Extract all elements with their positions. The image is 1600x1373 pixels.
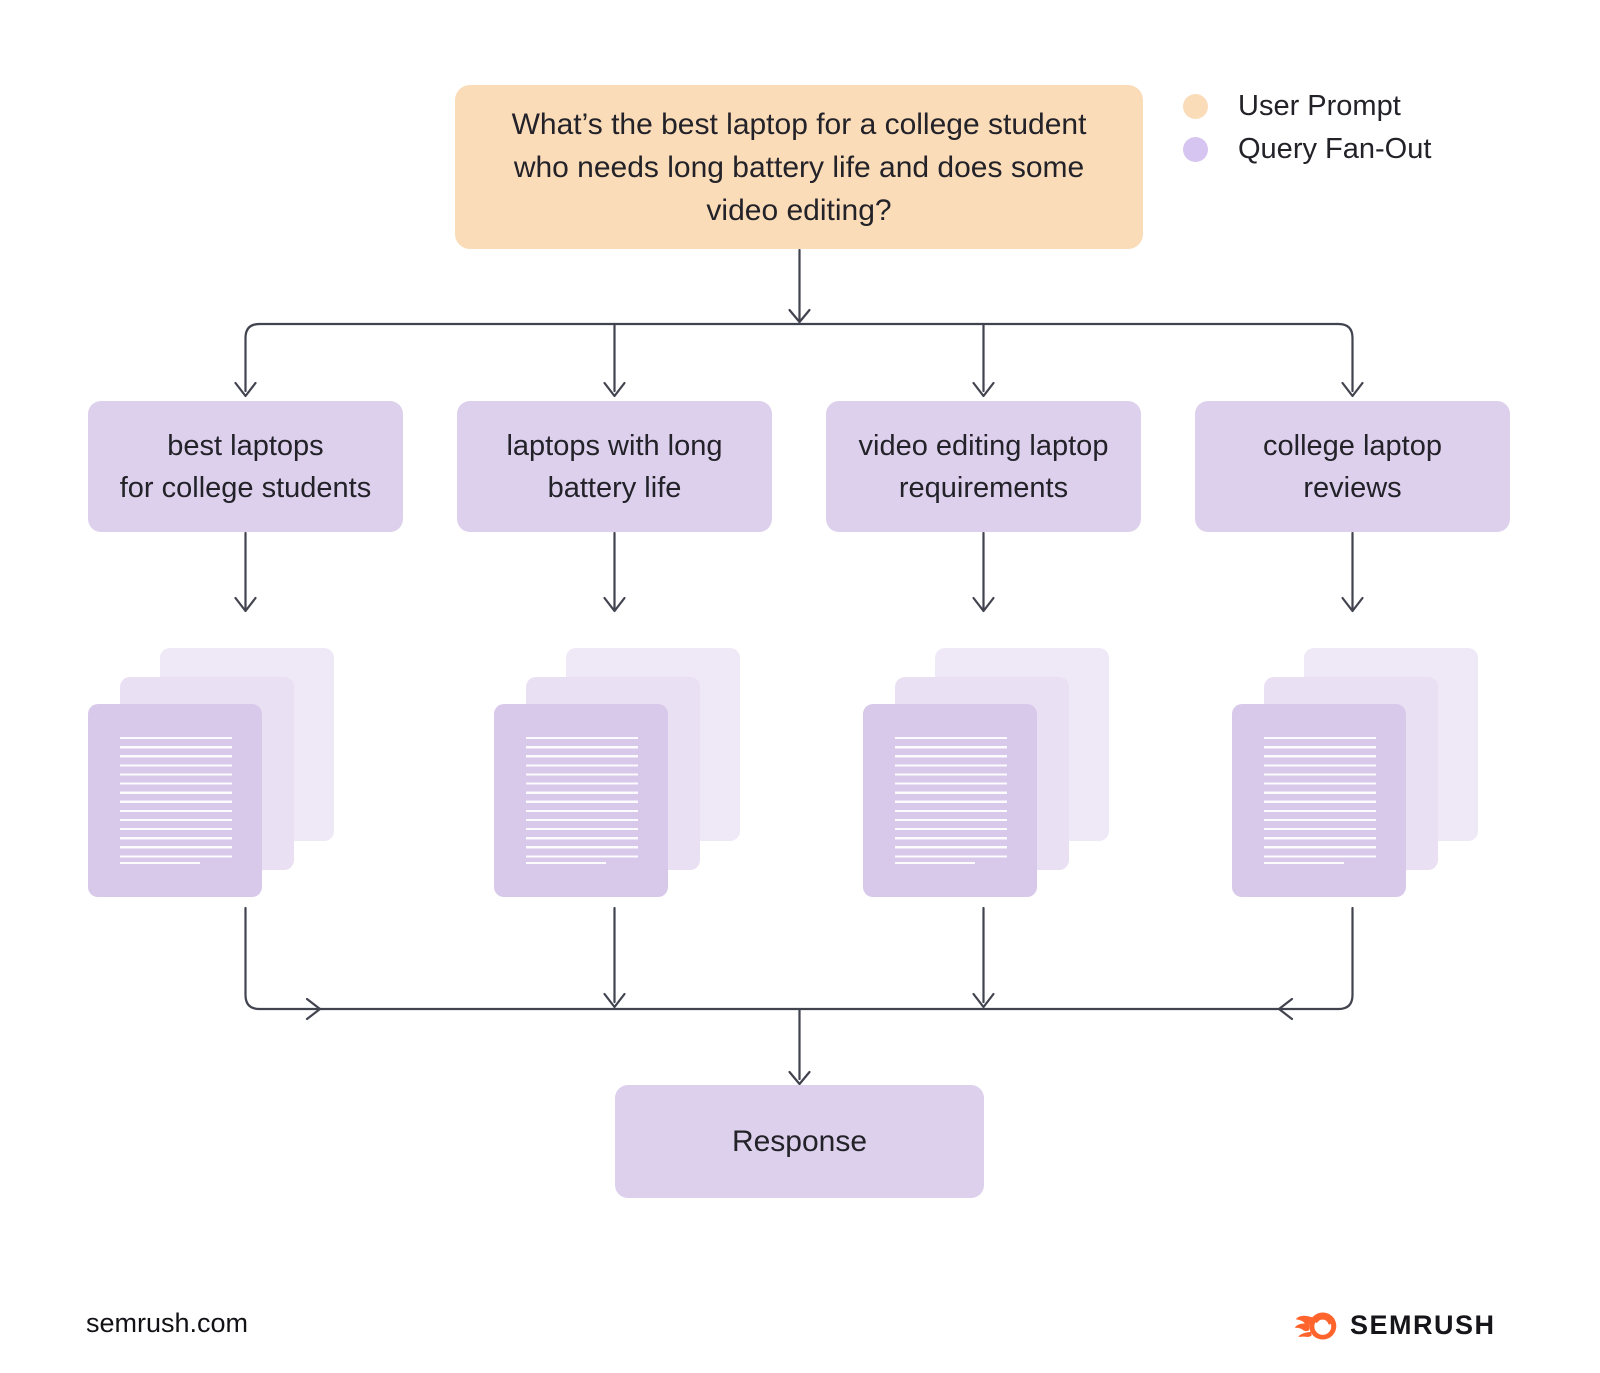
document-stack-2 (494, 648, 740, 897)
query-fanout-dot-icon (1183, 136, 1208, 162)
user-prompt-dot-icon (1183, 93, 1208, 119)
user-prompt-line-1: What’s the best laptop for a college stu… (511, 107, 1087, 141)
site-url: semrush.com (86, 1308, 249, 1338)
document-text-last-line (120, 862, 200, 865)
document-front-icon (88, 704, 262, 897)
semrush-flame-icon (1294, 1311, 1337, 1340)
document-front-icon (1232, 704, 1406, 897)
arrowhead-down-query-4 (1341, 381, 1364, 398)
query-fanout-dot (1183, 136, 1208, 162)
query-4-line-2: reviews (1303, 471, 1402, 504)
document-text-last-line (895, 862, 975, 865)
query-1-line-2: for college students (119, 471, 372, 504)
legend: User Prompt Query Fan-Out (1183, 91, 1431, 177)
query-1-line-1: best laptops (167, 429, 324, 462)
arrowhead-right-merge (305, 997, 322, 1021)
document-text-last-line (526, 862, 606, 865)
arrowhead-down-merge-3 (972, 992, 995, 1009)
semrush-logo: SEMRUSH (1294, 1310, 1496, 1341)
document-stack-4 (1232, 648, 1478, 897)
response-label: Response (731, 1124, 868, 1158)
legend-label-user-prompt: User Prompt (1238, 90, 1401, 122)
document-text-lines (895, 737, 1007, 859)
arrowhead-down-docs-2 (603, 596, 626, 613)
document-front-icon (494, 704, 668, 897)
semrush-wordmark: SEMRUSH (1350, 1310, 1496, 1340)
legend-item-query-fanout: Query Fan-Out (1183, 134, 1431, 164)
fanout-trunk-line (244, 322, 1354, 393)
document-text-lines (1264, 737, 1376, 859)
document-stack-3 (863, 648, 1109, 897)
query-3-line-2: requirements (898, 471, 1069, 504)
arrowhead-down-response (788, 1070, 811, 1086)
response-box: Response (615, 1085, 984, 1198)
arrowhead-down-docs-3 (972, 596, 995, 613)
query-3-line-1: video editing laptop (858, 429, 1109, 462)
query-4-line-1: college laptop (1263, 429, 1442, 462)
arrowhead-down-docs-4 (1341, 596, 1364, 613)
document-front-icon (863, 704, 1037, 897)
user-prompt-box: What’s the best laptop for a college stu… (455, 85, 1143, 249)
document-stack-1 (88, 648, 334, 897)
query-2-line-1: laptops with long (506, 429, 723, 462)
query-2-line-2: battery life (547, 471, 682, 504)
query-box-4: college laptop reviews (1195, 401, 1510, 532)
document-text-lines (120, 737, 232, 859)
user-prompt-dot (1183, 93, 1208, 119)
query-box-1: best laptops for college students (88, 401, 403, 532)
legend-item-user-prompt: User Prompt (1183, 91, 1431, 121)
arrowhead-down-query-1 (234, 381, 257, 398)
query-box-2: laptops with long battery life (457, 401, 772, 532)
arrowhead-down-docs-1 (234, 596, 257, 613)
legend-label-query-fanout: Query Fan-Out (1238, 133, 1432, 165)
user-prompt-line-3: video editing? (706, 193, 892, 227)
document-text-lines (526, 737, 638, 859)
arrowhead-down-merge-2 (603, 992, 626, 1009)
user-prompt-line-2: who needs long battery life and does som… (513, 150, 1085, 184)
arrowhead-left-merge (1277, 997, 1294, 1021)
arrowhead-down-query-2 (603, 381, 626, 398)
arrowhead-down-trunk (788, 308, 811, 324)
arrowhead-down-query-3 (972, 381, 995, 398)
document-text-last-line (1264, 862, 1344, 865)
merge-trunk-line (244, 906, 1354, 1011)
query-box-3: video editing laptop requirements (826, 401, 1141, 532)
